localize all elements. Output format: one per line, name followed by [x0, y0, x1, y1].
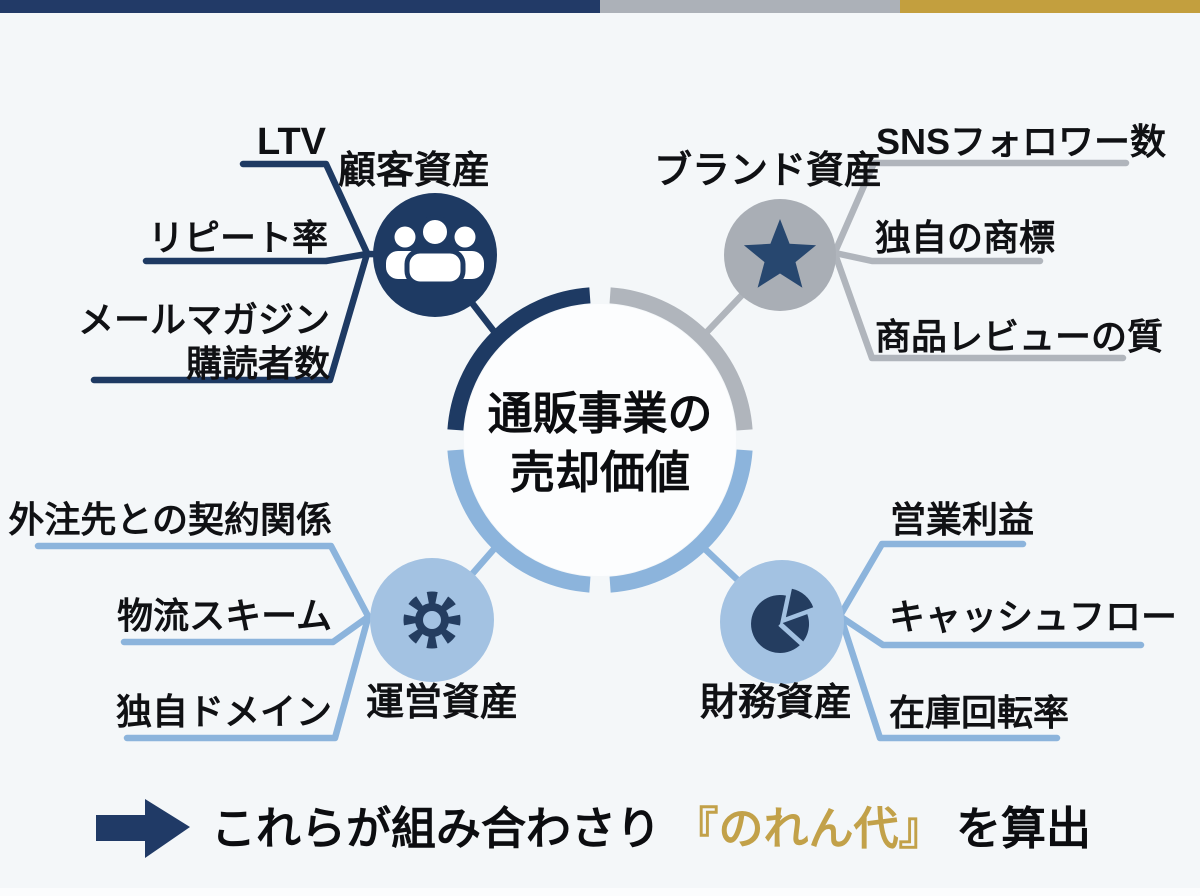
- brand-branch-label: ブランド資産: [654, 150, 883, 192]
- footer-goodwill-highlight: 『のれん代』: [673, 803, 944, 854]
- profit-line: [837, 540, 1027, 618]
- star-icon: [743, 219, 817, 288]
- item-review-quality: 商品レビューの質: [875, 316, 1164, 357]
- trademark-line: [831, 249, 1044, 265]
- item-inventory-turnover: 在庫回転率: [889, 692, 1070, 733]
- ring-arc-bottom-right: [609, 449, 753, 593]
- finance-icon-badge: [720, 560, 844, 684]
- logistics-line: [120, 613, 372, 646]
- domain-line: [123, 614, 372, 742]
- cashflow-line: [837, 613, 1145, 649]
- ring-arc-top-left: [447, 287, 591, 431]
- item-trademark: 独自の商標: [875, 217, 1056, 258]
- inventory-line: [837, 614, 1061, 742]
- item-operating-profit: 営業利益: [890, 499, 1035, 540]
- customer-branch-label: 顧客資産: [338, 150, 491, 192]
- top-bar-gold-segment: [900, 0, 1200, 13]
- review-line: [831, 250, 1127, 362]
- item-repeat-rate: リピート率: [147, 217, 328, 258]
- footer-lead-text: これらが組み合わさり: [211, 803, 674, 854]
- operations-branch-label: 運営資産: [366, 682, 519, 724]
- item-own-domain: 独自ドメイン: [115, 691, 332, 732]
- item-ltv: LTV: [257, 121, 326, 163]
- center-circle-fill: [464, 304, 736, 576]
- center-title: 通販事業の 売却価値: [487, 388, 713, 498]
- center-ring: [447, 287, 753, 593]
- item-mailmag-subscribers: メールマガジン 購読者数: [77, 299, 330, 384]
- item-logistics-scheme: 物流スキーム: [117, 595, 332, 636]
- ring-arc-bottom-left: [447, 449, 591, 593]
- footer-tail-text: を算出: [943, 803, 1092, 854]
- pie-chart-icon: [751, 588, 814, 653]
- finance-icon-circle: [720, 560, 844, 684]
- ring-arc-top-right: [609, 287, 753, 431]
- item-outsourcing-contracts: 外注先との契約関係: [8, 499, 332, 540]
- item-cashflow: キャッシュフロー: [889, 596, 1178, 637]
- ltv-line: [239, 160, 371, 257]
- arrow-right-icon: [96, 799, 190, 858]
- top-bar-gray-segment: [600, 0, 900, 13]
- gear-icon: [403, 591, 461, 649]
- bottom-edge-strip: [0, 888, 1200, 896]
- sns-line: [831, 159, 1130, 256]
- repeat-rate-line: [142, 250, 371, 265]
- outsourcing-line: [34, 542, 372, 620]
- people-icon: [386, 215, 484, 287]
- brand-icon-badge: [724, 199, 836, 311]
- top-bar-navy-segment: [0, 0, 600, 13]
- customer-icon-badge: [373, 193, 497, 317]
- item-sns-followers: SNSフォロワー数: [876, 121, 1167, 162]
- top-accent-bar: [0, 0, 1200, 13]
- footer-conclusion: これらが組み合わさり 『のれん代』 を算出: [211, 801, 1091, 857]
- finance-branch-label: 財務資産: [700, 682, 853, 724]
- mailmag-line: [90, 250, 371, 384]
- operations-icon-badge: [370, 558, 494, 682]
